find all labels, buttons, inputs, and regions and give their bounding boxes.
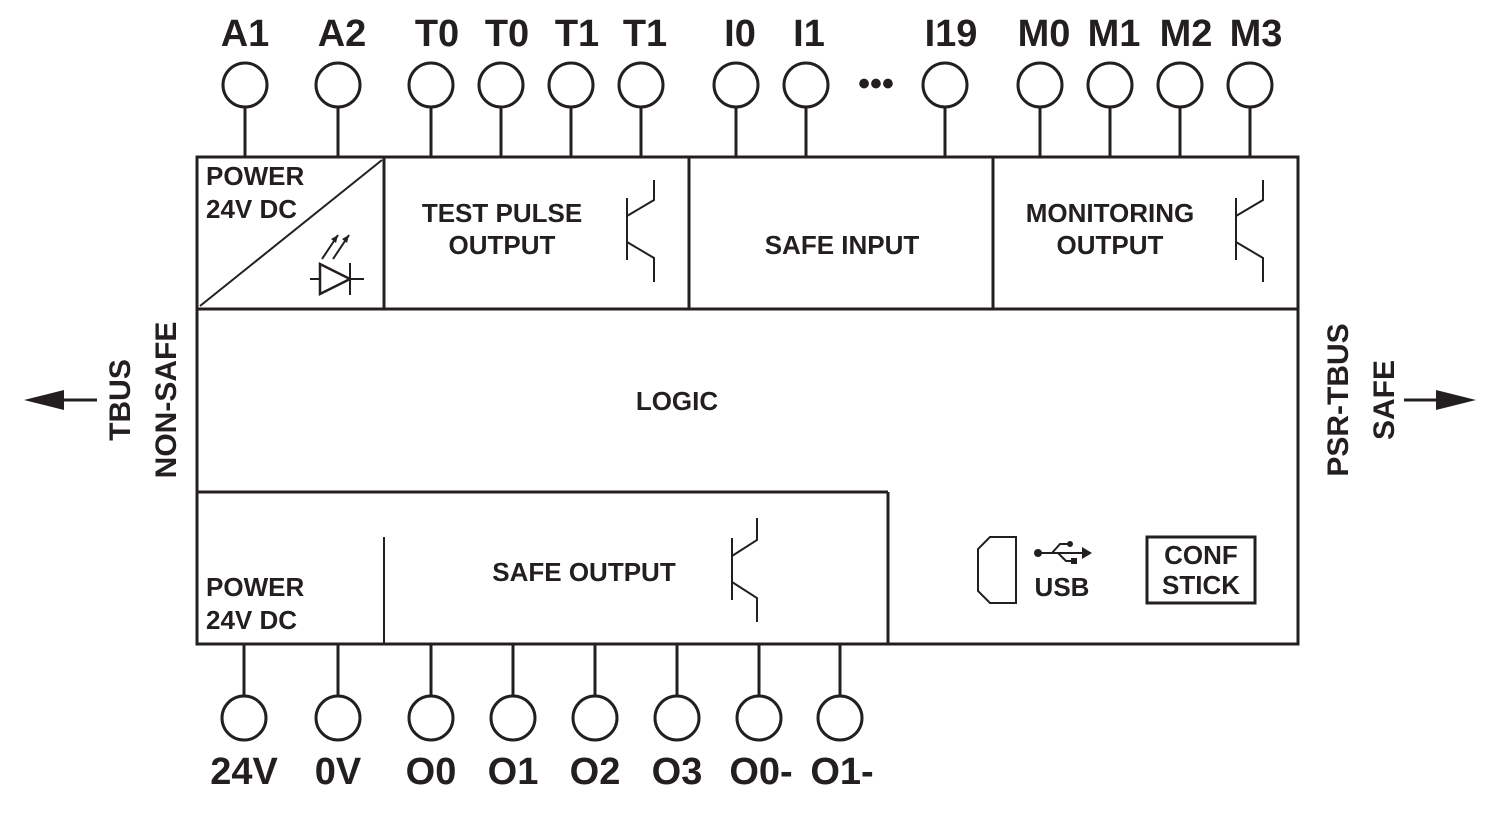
test-pulse-output-block: TEST PULSE OUTPUT xyxy=(422,180,655,282)
terminal-label: A2 xyxy=(318,13,367,55)
terminal-label: O0 xyxy=(406,751,457,793)
right-arrow-icon xyxy=(1436,390,1476,410)
terminal-label: T0 xyxy=(415,13,459,55)
conf-stick-line2: STICK xyxy=(1162,570,1240,600)
terminal-label: T1 xyxy=(555,13,599,55)
conf-stick-outline xyxy=(1145,535,1257,605)
test-pulse-line2: OUTPUT xyxy=(449,230,556,260)
right-bus: PSR-TBUS SAFE xyxy=(1322,323,1476,477)
transistor-icon xyxy=(626,180,655,282)
left-bus-line1: TBUS xyxy=(104,359,137,441)
terminal-label: O2 xyxy=(570,751,621,793)
terminal-m2: M2 xyxy=(1156,13,1213,157)
power-top-line1: POWER xyxy=(206,161,304,191)
transistor-icon xyxy=(1235,180,1264,282)
terminal-t0-a: T0 xyxy=(407,13,459,157)
led-diode-icon xyxy=(310,234,364,297)
conf-stick-line1: CONF xyxy=(1164,540,1238,570)
terminal-o0: O0 xyxy=(406,644,457,793)
terminal-label: M3 xyxy=(1230,13,1283,55)
terminal-label: M0 xyxy=(1018,13,1071,55)
terminal-0v: 0V xyxy=(314,644,362,793)
terminal-label: M1 xyxy=(1088,13,1141,55)
right-bus-line2: SAFE xyxy=(1368,360,1401,440)
terminal-24v: 24V xyxy=(210,644,278,793)
terminal-i19: I19 xyxy=(921,13,978,157)
left-arrow-icon xyxy=(24,390,64,410)
logic-label: LOGIC xyxy=(636,386,719,416)
power-bottom-line2: 24V DC xyxy=(206,605,297,635)
safe-output-label: SAFE OUTPUT xyxy=(492,557,676,587)
terminal-i1: I1 xyxy=(782,13,830,157)
usb-label: USB xyxy=(1035,572,1090,602)
terminal-label: O1- xyxy=(810,751,873,793)
terminal-label: I0 xyxy=(724,13,756,55)
terminal-label: A1 xyxy=(221,13,270,55)
left-bus-line2: NON-SAFE xyxy=(150,322,183,479)
power-diagonal xyxy=(199,159,383,307)
terminal-label: I1 xyxy=(793,13,825,55)
terminal-label: O1 xyxy=(488,751,539,793)
power-bottom-block: POWER 24V DC xyxy=(206,572,304,635)
terminal-label: O3 xyxy=(652,751,703,793)
monitoring-line1: MONITORING xyxy=(1026,198,1195,228)
usb-connector-icon xyxy=(977,536,1017,604)
top-terminals: A1 A2 T0 T0 T1 T1 I0 I1 ••• I19 M0 M1 M2… xyxy=(221,13,1283,157)
power-bottom-line1: POWER xyxy=(206,572,304,602)
terminal-o3: O3 xyxy=(652,644,703,793)
safe-output-block: SAFE OUTPUT xyxy=(492,518,758,622)
terminal-ellipsis: ••• xyxy=(858,65,894,103)
terminal-label: T1 xyxy=(623,13,667,55)
terminal-m1: M1 xyxy=(1086,13,1141,157)
terminal-t1-b: T1 xyxy=(617,13,667,157)
terminal-label: M2 xyxy=(1160,13,1213,55)
monitoring-output-block: MONITORING OUTPUT xyxy=(1026,180,1264,282)
terminal-label: 0V xyxy=(315,751,362,793)
terminal-o1-minus: O1- xyxy=(810,644,874,793)
terminal-label: 24V xyxy=(210,751,278,793)
terminal-a1: A1 xyxy=(221,13,270,157)
power-top-block: POWER 24V DC xyxy=(206,161,364,297)
left-bus: TBUS NON-SAFE xyxy=(24,322,183,479)
terminal-i0: I0 xyxy=(712,13,760,157)
bottom-terminals: 24V 0V O0 O1 O2 O3 O0- O1- xyxy=(210,644,874,793)
monitoring-line2: OUTPUT xyxy=(1057,230,1164,260)
usb-symbol-icon xyxy=(1034,541,1092,564)
terminal-t0-b: T0 xyxy=(477,13,529,157)
usb-port: USB xyxy=(977,536,1092,604)
safe-input-label: SAFE INPUT xyxy=(765,230,920,260)
power-top-line2: 24V DC xyxy=(206,194,297,224)
terminal-label: T0 xyxy=(485,13,529,55)
terminal-a2: A2 xyxy=(314,13,367,157)
test-pulse-line1: TEST PULSE xyxy=(422,198,582,228)
terminal-o2: O2 xyxy=(570,644,621,793)
module-housing xyxy=(195,155,1300,646)
terminal-o1: O1 xyxy=(488,644,539,793)
right-bus-line1: PSR-TBUS xyxy=(1322,323,1355,476)
terminal-m3: M3 xyxy=(1226,13,1283,157)
terminal-t1-a: T1 xyxy=(547,13,599,157)
housing-outline xyxy=(195,155,1300,646)
terminal-o0-minus: O0- xyxy=(729,644,793,793)
conf-stick: CONF STICK xyxy=(1145,535,1257,605)
terminal-label: I19 xyxy=(925,13,978,55)
transistor-icon xyxy=(731,518,758,622)
terminal-label: O0- xyxy=(729,751,792,793)
terminal-m0: M0 xyxy=(1016,13,1071,157)
